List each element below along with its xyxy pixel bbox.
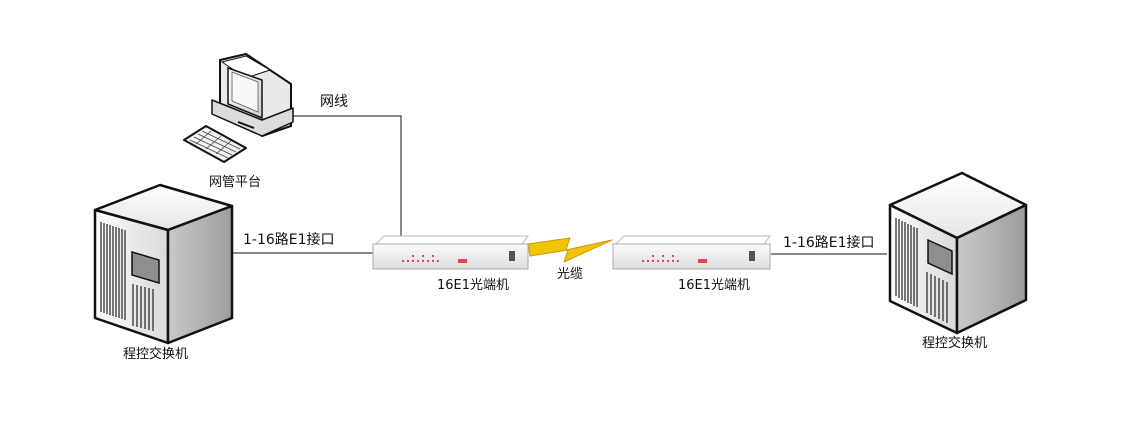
connection-lines — [232, 115, 887, 255]
lightning-icon — [527, 237, 613, 263]
e1-interface-label-right: 1-16路E1接口 — [783, 235, 875, 251]
network-cable-label: 网线 — [320, 94, 348, 110]
optical-terminal-label-right: 16E1光端机 — [678, 278, 751, 293]
nms-platform-label: 网管平台 — [209, 175, 262, 190]
exchange-label-left: 程控交换机 — [123, 347, 189, 362]
server-tower-icon — [888, 171, 1028, 335]
optical-terminal-label-left: 16E1光端机 — [437, 278, 510, 293]
exchange-label-right: 程控交换机 — [922, 336, 988, 351]
rack-device-icon — [612, 235, 771, 270]
server-tower-icon — [93, 183, 234, 345]
computer-icon — [183, 53, 294, 163]
network-cable-line — [291, 115, 402, 236]
optical-cable-label: 光缆 — [557, 267, 584, 282]
e1-interface-label-left: 1-16路E1接口 — [243, 232, 335, 248]
rack-device-icon — [372, 235, 529, 270]
